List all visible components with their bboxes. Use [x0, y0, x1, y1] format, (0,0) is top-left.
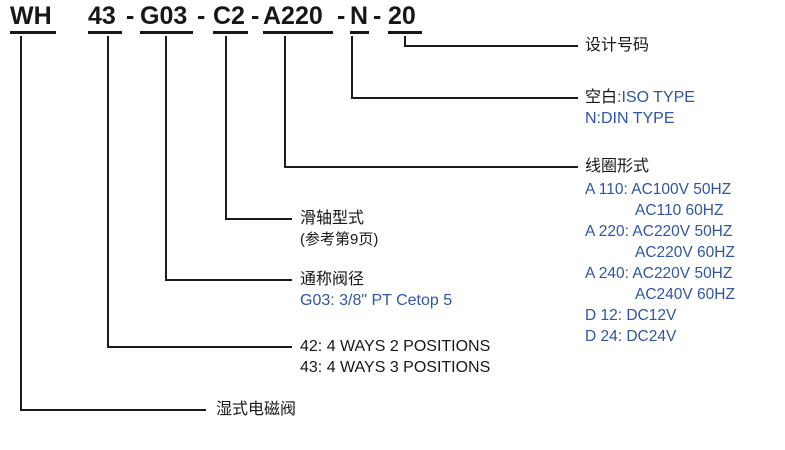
- code-segment-a220: A220: [263, 2, 333, 34]
- leader-ways: [107, 36, 292, 348]
- annotation-coil: 线圈形式 A 110: AC100V 50HZ AC110 60HZ A 220…: [585, 156, 735, 347]
- leader-coil: [284, 36, 578, 168]
- type-code-blank-row: 空白:ISO TYPE: [585, 87, 695, 108]
- coil-row: D 12: DC12V: [585, 307, 677, 324]
- coil-row: AC240V 60HZ: [635, 286, 735, 303]
- coil-title: 线圈形式: [585, 158, 650, 175]
- coil-row: A 110: AC100V 50HZ: [585, 181, 732, 198]
- code-underline: [263, 31, 333, 34]
- code-dash: -: [126, 2, 135, 30]
- code-underline: [350, 31, 369, 34]
- annotation-design-number: 设计号码: [585, 35, 649, 56]
- annotation-valve-type: 湿式电磁阀: [216, 399, 296, 420]
- design-number-label: 设计号码: [585, 37, 650, 54]
- spool-title: 滑轴型式: [300, 210, 365, 227]
- annotation-bore: 通称阀径 G03: 3/8" PT Cetop 5: [300, 269, 452, 311]
- valve-type-label: 湿式电磁阀: [216, 401, 297, 418]
- coil-row: AC220V 60HZ: [635, 244, 735, 261]
- code-segment-text: G03: [140, 2, 188, 30]
- ways-row: 42: 4 WAYS 2 POSITIONS: [300, 338, 491, 355]
- spool-reference: (参考第9页): [300, 231, 379, 248]
- code-underline: [10, 31, 56, 34]
- code-underline: [88, 31, 122, 34]
- code-underline: [388, 31, 422, 34]
- annotation-spool: 滑轴型式 (参考第9页): [300, 208, 378, 250]
- code-segment-wh: WH: [10, 2, 56, 34]
- leader-bore: [165, 36, 292, 281]
- code-dash: -: [337, 2, 346, 30]
- code-underline: [140, 31, 193, 34]
- annotation-ways: 42: 4 WAYS 2 POSITIONS 43: 4 WAYS 3 POSI…: [300, 336, 490, 378]
- code-segment-c2: C2: [213, 2, 248, 34]
- code-segment-text: 20: [388, 2, 416, 30]
- code-segment-text: 43: [88, 2, 116, 30]
- coil-row: D 24: DC24V: [585, 328, 677, 345]
- leader-spool: [225, 36, 292, 220]
- code-segment-text: N: [350, 2, 369, 30]
- type-code-iso-label: :ISO TYPE: [617, 89, 695, 106]
- code-segment-20: 20: [388, 2, 422, 34]
- code-segment-text: C2: [213, 2, 245, 30]
- code-dash: -: [197, 2, 206, 30]
- coil-row: AC110 60HZ: [635, 202, 724, 219]
- leader-type-code: [351, 36, 578, 99]
- model-code-row: WH 43 G03 C2 A220 N 20 - - - -: [0, 0, 785, 40]
- ways-row: 43: 4 WAYS 3 POSITIONS: [300, 359, 491, 376]
- bore-spec: G03: 3/8" PT Cetop 5: [300, 292, 453, 309]
- bore-title: 通称阀径: [300, 271, 365, 288]
- code-segment-text: WH: [10, 2, 52, 30]
- coil-row: A 220: AC220V 50HZ: [585, 223, 733, 240]
- code-dash: -: [251, 2, 260, 30]
- code-segment-43: 43: [88, 2, 122, 34]
- coil-row: A 240: AC220V 50HZ: [585, 265, 733, 282]
- type-code-din-label: N:DIN TYPE: [585, 110, 675, 127]
- leader-valve-type: [20, 36, 206, 411]
- code-segment-g03: G03: [140, 2, 193, 34]
- code-dash: -: [373, 2, 382, 30]
- annotation-type-code: 空白:ISO TYPE N:DIN TYPE: [585, 87, 695, 129]
- code-underline: [213, 31, 248, 34]
- code-segment-n: N: [350, 2, 369, 34]
- type-code-blank-label: 空白: [585, 89, 618, 106]
- code-segment-text: A220: [263, 2, 323, 30]
